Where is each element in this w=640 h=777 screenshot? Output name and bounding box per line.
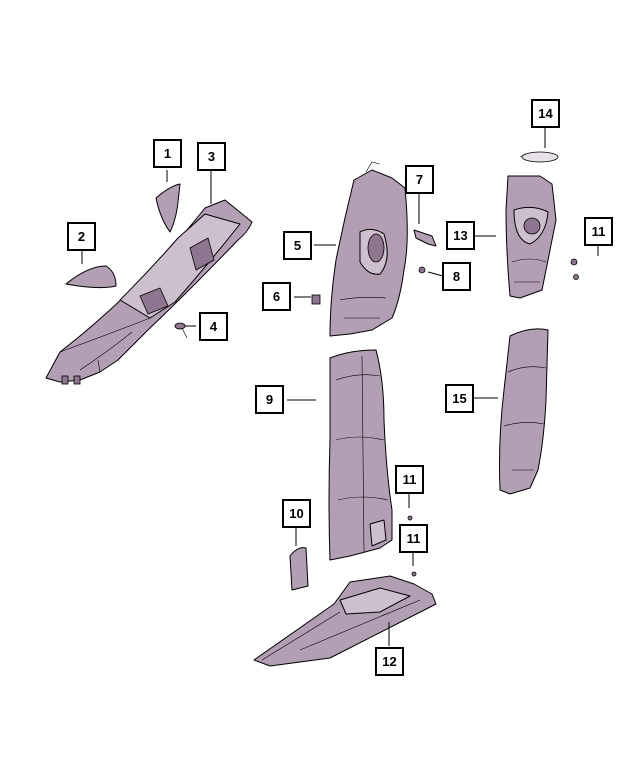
callout-1: 1 [153,139,182,168]
leader-lines [81,127,599,646]
callout-14: 14 [531,99,560,128]
callout-7: 7 [405,165,434,194]
part-7-bracket [413,229,437,247]
callout-2: 2 [67,222,96,251]
svg-text:15: 15 [452,391,466,406]
part-11-clip-upper-right-2 [573,274,579,280]
svg-text:13: 13 [453,228,467,243]
svg-text:3: 3 [208,149,215,164]
svg-text:5: 5 [294,238,301,253]
callout-9: 9 [255,385,284,414]
callout-11-upper-right: 11 [584,217,613,246]
svg-text:9: 9 [266,392,273,407]
svg-text:11: 11 [407,531,421,546]
callout-12: 12 [375,647,404,676]
svg-text:14: 14 [538,106,553,121]
svg-text:8: 8 [453,269,460,284]
svg-text:4: 4 [210,319,218,334]
callout-8: 8 [442,262,471,291]
callout-5: 5 [283,231,312,260]
part-13-c-pillar-trim [505,175,557,299]
part-11-clip-upper-right [570,258,578,266]
svg-text:1: 1 [164,146,171,161]
part-6-clip [311,294,321,305]
part-4-screw [174,322,188,339]
callout-10: 10 [282,499,311,528]
part-5-b-pillar-upper-trim [329,161,408,337]
svg-text:6: 6 [273,289,280,304]
part-2-trim-cap [65,265,117,289]
callout-13: 13 [446,221,475,250]
svg-text:10: 10 [289,506,303,521]
callout-4: 4 [199,312,228,341]
svg-text:11: 11 [592,224,606,239]
part-12-sill-plate [253,575,437,667]
part-1-trim-cap [155,183,181,233]
callout-6: 6 [262,282,291,311]
callout-11-mid: 11 [395,465,424,494]
callout-3: 3 [197,142,226,171]
part-11-clip-mid [407,515,413,521]
svg-text:7: 7 [416,172,423,187]
callout-15: 15 [445,384,474,413]
svg-text:2: 2 [78,229,85,244]
part-9-b-pillar-lower-trim [328,349,393,561]
part-11-clip-lower [411,571,417,577]
part-14-badge [519,151,559,163]
svg-text:11: 11 [403,472,417,487]
callout-11-lower: 11 [399,524,428,553]
part-8-fastener [418,266,426,274]
part-15-quarter-trim [499,328,549,495]
part-10-cover [289,547,309,591]
part-3-a-pillar-trim [45,199,253,385]
svg-text:12: 12 [382,654,396,669]
